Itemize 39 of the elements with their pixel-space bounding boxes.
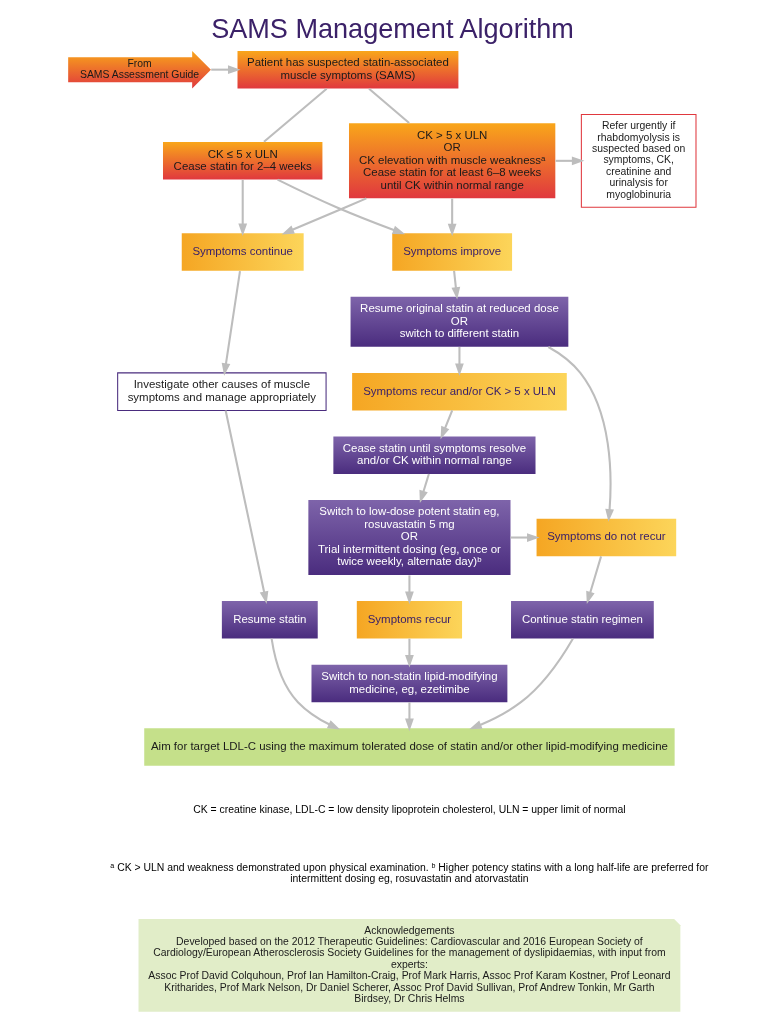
arrow xyxy=(440,410,453,440)
arrow xyxy=(404,702,414,732)
node-box: Symptoms recur and/or CK > 5 x ULN xyxy=(351,372,567,411)
arrow xyxy=(276,178,405,235)
diagram-title: SAMS Management Algorithm xyxy=(210,13,574,45)
arrow xyxy=(547,346,614,522)
node-box: Cease statin until symptoms resolve and/or CK within normal range xyxy=(332,436,535,474)
node-box: CK > 5 x ULN OR CK elevation with muscle weaknessᵃ Cease statin for at least 6–8 weeks until CK within normal range xyxy=(348,123,555,199)
arrow xyxy=(270,638,340,730)
node-box: Symptoms recur xyxy=(356,601,462,639)
node-box: Aim for target LDL-C using the maximum tolerated dose of statin and/or other lipid-modifying medicine xyxy=(143,728,675,766)
arrow xyxy=(404,575,414,605)
node-box: Symptoms improve xyxy=(391,233,512,271)
label: ᵃ CK > ULN and weakness demonstrated upon physical examination. ᵇ Higher potency statins with a long half-life are preferred for intermittent dosing eg, rosuvastatin and atorvastatin xyxy=(109,861,708,885)
node-box: Switch to low-dose potent statin eg, rosuvastatin 5 mg OR Trial intermittent dosing (eg, once or twice weekly, alternate day)ᵇ xyxy=(307,500,510,576)
node-box: Symptoms continue xyxy=(181,233,304,271)
arrow xyxy=(510,533,540,542)
node-box: Investigate other causes of muscle symptoms and manage appropriately xyxy=(116,372,327,411)
connector xyxy=(367,87,410,124)
node-box: Refer urgently if rhabdomyolysis is suspected based on symptoms, CK, creatinine and urinalysis for myoglobinuria xyxy=(580,113,696,208)
arrow xyxy=(468,638,574,730)
node-box: Resume original statin at reduced dose OR switch to different statin xyxy=(350,296,568,347)
node-box: Symptoms do not recur xyxy=(536,518,676,557)
node-box: Continue statin regimen xyxy=(510,601,654,639)
node-box: Switch to non-statin lipid-modifying medicine, eg, ezetimibe xyxy=(311,664,507,703)
arrow xyxy=(585,556,602,605)
label: CK = creatine kinase, LDL-C = low density lipoprotein cholesterol, ULN = upper limit of normal xyxy=(192,804,626,816)
node-box: Patient has suspected statin-associated muscle symptoms (SAMS) xyxy=(237,50,458,89)
arrow xyxy=(418,473,430,503)
arrow xyxy=(281,197,367,235)
arrow xyxy=(447,198,457,237)
arrow xyxy=(450,270,460,300)
arrow xyxy=(221,270,241,376)
connector xyxy=(262,87,327,143)
arrow xyxy=(224,410,268,604)
arrow xyxy=(237,179,247,237)
node-box: Resume statin xyxy=(221,601,318,639)
node-box: CK ≤ 5 x ULN Cease statin for 2–4 weeks xyxy=(162,142,322,180)
arrow xyxy=(210,65,240,75)
